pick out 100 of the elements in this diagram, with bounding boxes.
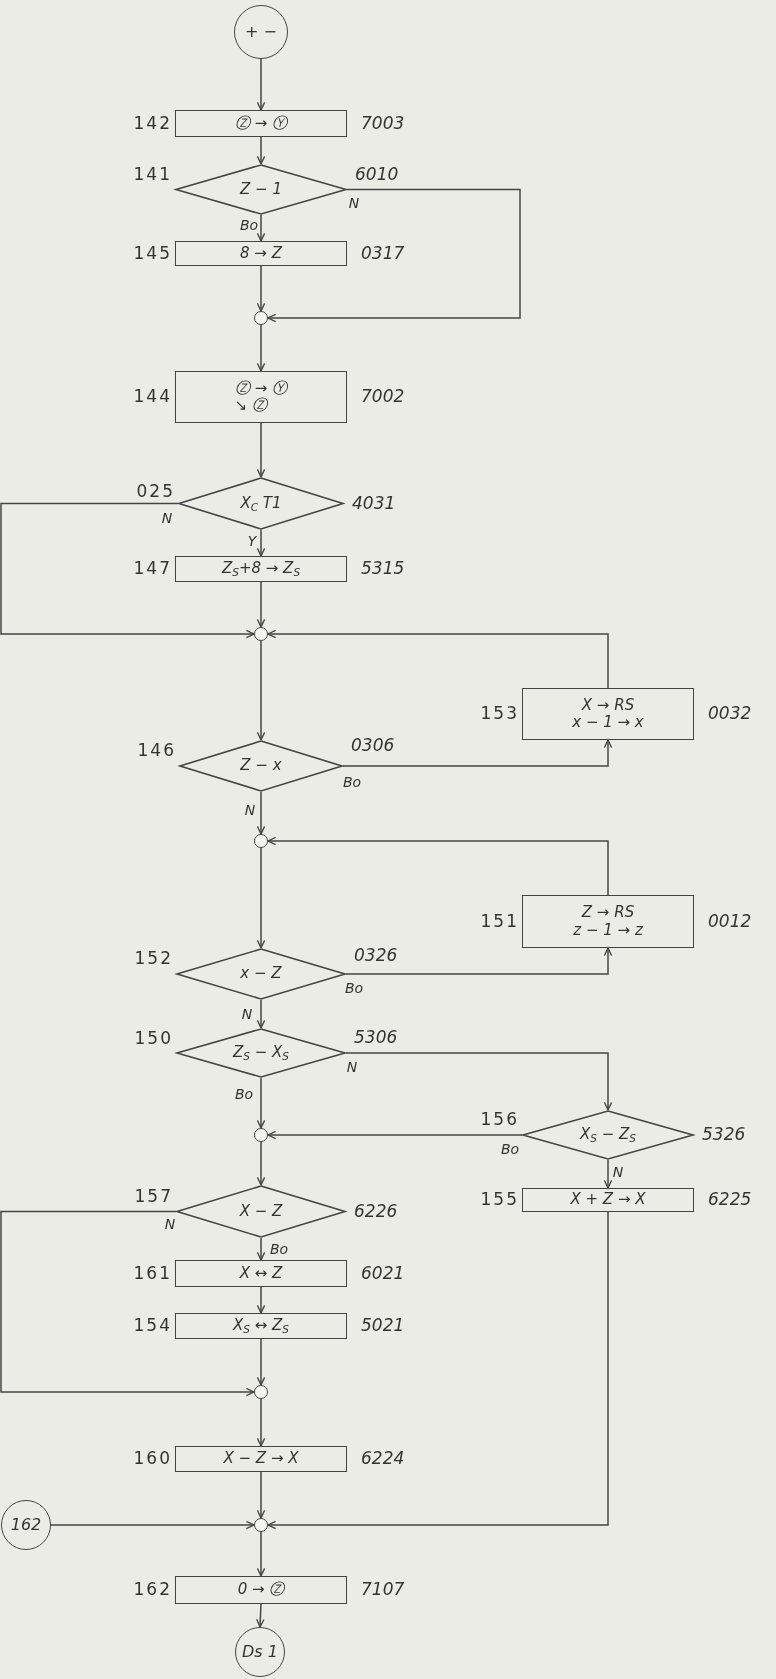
junction-circle [254, 834, 268, 848]
step-number: 153 [480, 705, 519, 722]
node-text: X → RS [581, 696, 635, 714]
decision-diamond [176, 1028, 346, 1078]
address-code: 6226 [354, 1202, 398, 1220]
decision-diamond [175, 164, 347, 215]
node-text: Ds 1 [242, 1642, 278, 1662]
step-number: 150 [134, 1030, 173, 1047]
edge-label: N [163, 1217, 177, 1231]
address-code: 7002 [361, 388, 405, 405]
arrow [256, 847, 266, 949]
junction-circle [254, 1518, 268, 1532]
address-code: 7107 [361, 1581, 405, 1598]
node-text: X$_{C}$ T1 [240, 494, 282, 513]
step-number: 157 [134, 1187, 173, 1205]
step-number: 151 [480, 912, 519, 930]
node-text: X − Z [239, 1202, 283, 1221]
junction-circle [254, 1128, 268, 1142]
address-code: 0012 [708, 912, 752, 930]
step-number: 154 [133, 1317, 172, 1334]
address-code: 0317 [361, 244, 405, 262]
process-box [175, 556, 347, 582]
connector-circle [235, 1627, 285, 1677]
edge-label: N [240, 1007, 254, 1021]
node-text: ↘ Ⓩ [234, 397, 268, 415]
address-code: 6224 [361, 1450, 405, 1467]
step-number: 160 [133, 1450, 172, 1467]
step-number: 146 [137, 742, 176, 760]
step-number: 144 [133, 388, 172, 405]
node-text: X$_{S}$ ↔ Z$_{S}$ [233, 1317, 289, 1335]
step-number: 025 [136, 482, 175, 500]
edge-label: Bo [343, 981, 365, 995]
edge-label: Bo [238, 218, 260, 232]
node-text: 8 → Z [240, 244, 282, 263]
arrow [0, 502, 255, 639]
step-number: 156 [480, 1111, 519, 1128]
node-text: 162 [10, 1515, 42, 1535]
address-code: 5326 [702, 1126, 746, 1143]
process-box [175, 1313, 347, 1339]
arrow [256, 1237, 266, 1261]
arrow [342, 739, 613, 767]
process-box [522, 688, 694, 740]
edge-label: N [347, 196, 361, 210]
address-code: 6010 [355, 166, 399, 184]
step-number: 152 [134, 950, 173, 968]
decision-diamond [178, 477, 344, 530]
arrow [256, 1398, 266, 1447]
arrow [256, 1531, 266, 1577]
process-box [175, 1446, 347, 1472]
arrow [256, 581, 266, 628]
process-box [522, 895, 694, 948]
node-text: X + Z → X [570, 1191, 646, 1209]
node-text: z − 1 → z [573, 921, 643, 939]
edge-label: N [611, 1165, 625, 1179]
arrow [267, 1130, 523, 1140]
address-code: 5021 [361, 1317, 405, 1334]
arrow [0, 1210, 255, 1397]
arrow [256, 640, 266, 741]
arrow [256, 791, 266, 835]
step-number: 145 [133, 244, 172, 262]
process-box [175, 241, 347, 266]
process-box [175, 110, 347, 137]
arrow [256, 422, 266, 478]
node-text: x − Z [240, 965, 282, 983]
arrow [256, 136, 266, 165]
node-text: + − [245, 22, 277, 42]
node-text: X ↔ Z [239, 1264, 283, 1283]
arrow [603, 1159, 613, 1189]
arrow [256, 1077, 266, 1129]
arrow [256, 999, 266, 1029]
step-number: 147 [133, 560, 172, 577]
node-text: X − Z → X [223, 1450, 299, 1468]
arrow [256, 1338, 266, 1386]
node-text: Z − 1 [240, 180, 282, 199]
node-text: Ⓩ → Ⓨ [234, 114, 288, 133]
address-code: 4031 [352, 494, 396, 512]
decision-diamond [176, 1185, 346, 1238]
arrow [256, 1141, 266, 1186]
arrow [345, 1052, 613, 1111]
decision-diamond [179, 740, 343, 792]
junction-circle [254, 627, 268, 641]
arrow [256, 1471, 266, 1519]
arrow [267, 836, 609, 896]
arrow [345, 947, 613, 975]
edge-label: N [243, 803, 257, 817]
address-code: 6021 [361, 1264, 405, 1282]
address-code: 5306 [354, 1029, 398, 1046]
junction-circle [254, 1385, 268, 1399]
node-text: Z − x [240, 757, 282, 775]
edge-label: Bo [268, 1242, 290, 1256]
edge-label: Y [246, 534, 258, 548]
address-code: 0326 [354, 947, 398, 965]
address-code: 5315 [361, 560, 405, 577]
step-number: 155 [480, 1191, 519, 1208]
step-number: 141 [133, 166, 172, 184]
address-code: 7003 [361, 114, 405, 132]
address-code: 6225 [708, 1191, 752, 1208]
step-number: 161 [133, 1264, 172, 1282]
arrow [256, 265, 266, 312]
node-text: Z → RS [581, 904, 635, 922]
